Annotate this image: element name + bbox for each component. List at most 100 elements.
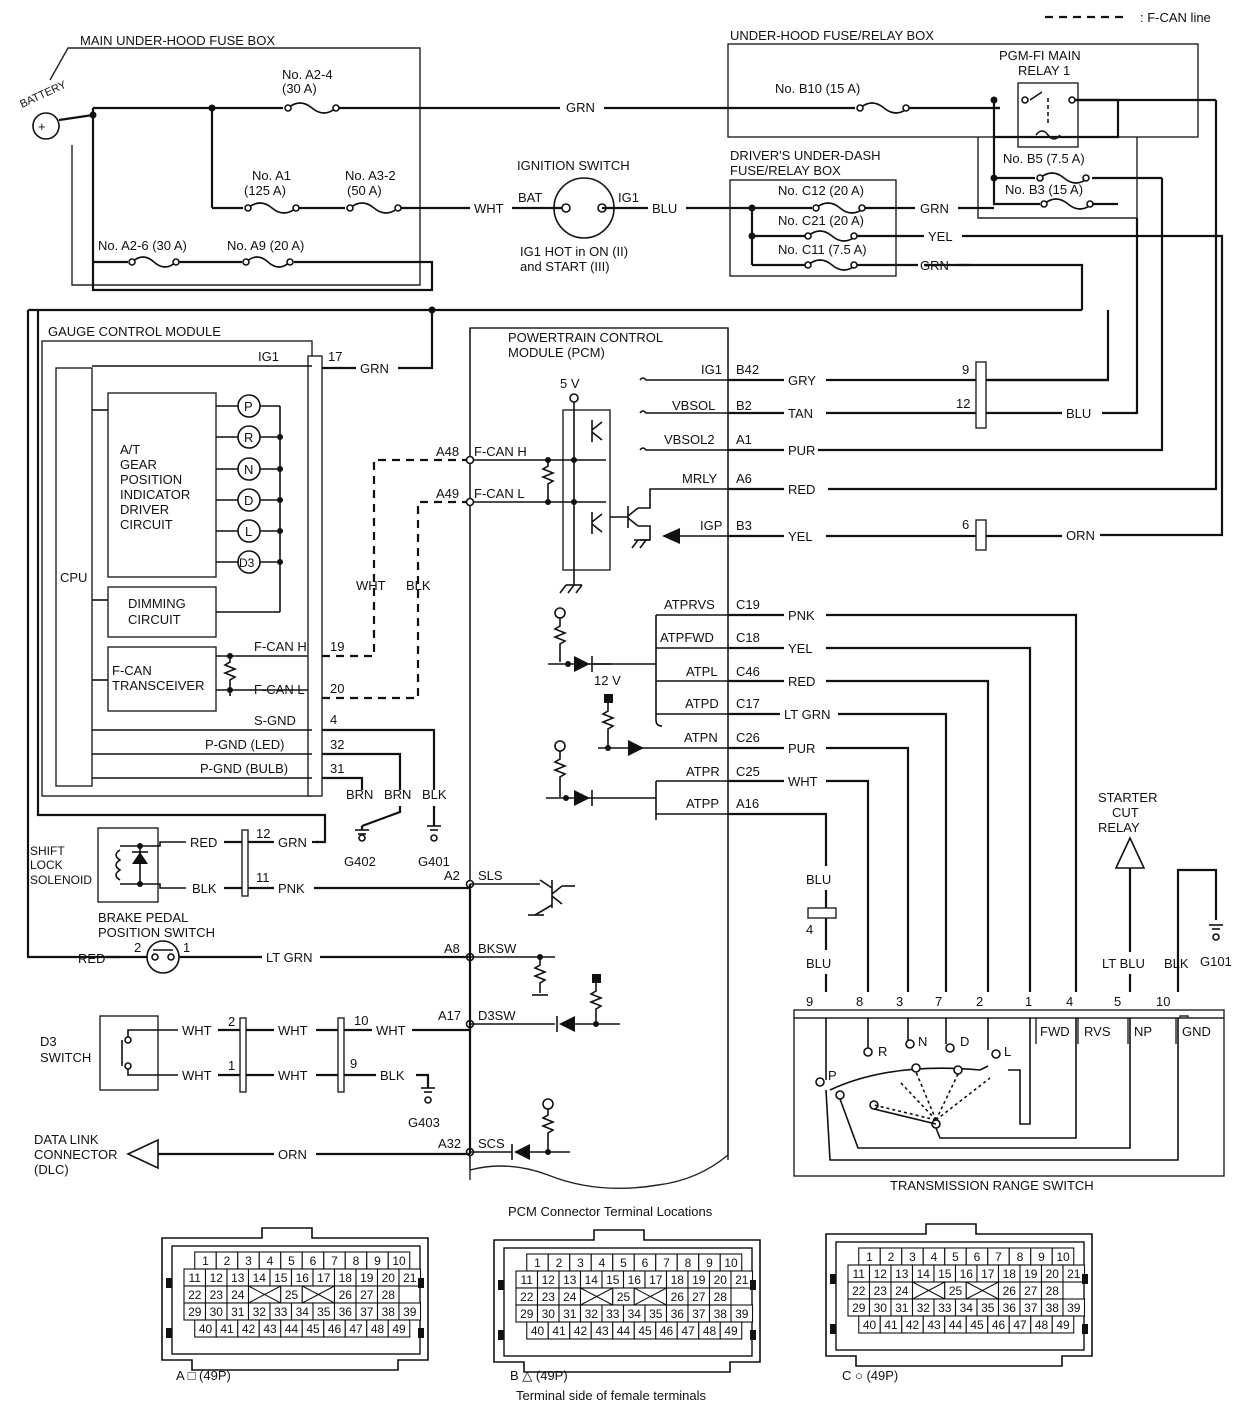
pcm-pin-vbsol2-name: VBSOL2	[664, 432, 715, 447]
wire-label-ltgrn-brake: LT GRN	[266, 950, 312, 965]
connector-terminal-number: 38	[714, 1307, 728, 1321]
fuse-a9-label: No. A9 (20 A)	[227, 238, 304, 253]
indicator-l5: DRIVER	[120, 502, 169, 517]
gauge-pin-num-19: 19	[330, 639, 344, 654]
data-link-connector: DATA LINK CONNECTOR (DLC) ORN	[34, 1132, 470, 1177]
ground-g403-icon	[424, 1096, 432, 1104]
connector-terminal-number: 48	[1035, 1318, 1049, 1332]
connector-terminal-number: 43	[595, 1324, 609, 1338]
connector-terminal-number: 16	[960, 1267, 974, 1281]
connector-terminal	[398, 1268, 422, 1287]
junction-12-11	[241, 829, 249, 897]
wire-label-grn-c11: GRN	[920, 258, 949, 273]
wire-label-wht-d3-2: WHT	[182, 1068, 212, 1083]
gauge-pin-pgnd-led: P-GND (LED)	[205, 737, 284, 752]
connector-terminal-number: 8	[685, 1256, 692, 1270]
brake-label-2: POSITION SWITCH	[98, 925, 215, 940]
fuse-a3-2-label: No. A3-2	[345, 168, 396, 183]
pcm-pin-a1: A1	[736, 432, 752, 447]
connector-terminal-number: 20	[382, 1271, 396, 1285]
dlc-label-3: (DLC)	[34, 1162, 69, 1177]
connector-terminal-number: 30	[874, 1301, 888, 1315]
trs-contact-fwd: FWD	[1040, 1024, 1070, 1039]
trs-pin-8: 8	[856, 994, 863, 1009]
wire-label-grn-gauge: GRN	[360, 361, 389, 376]
fuse-a2-6-label: No. A2-6 (30 A)	[98, 238, 187, 253]
ground-g401-icon	[430, 834, 438, 842]
connector-terminal-number: 22	[520, 1290, 534, 1304]
relay-label-1: PGM-FI MAIN	[999, 48, 1081, 63]
connector-terminal-number: 47	[681, 1324, 695, 1338]
connector-a-label: A □ (49P)	[176, 1368, 231, 1383]
trs-pos-n: N	[918, 1034, 927, 1049]
connector-terminal-number: 37	[1024, 1301, 1038, 1315]
connector-terminal-number: 22	[188, 1288, 202, 1302]
gauge-pin-num-31: 31	[330, 761, 344, 776]
wire-label-yel-c21: YEL	[928, 229, 953, 244]
connector-terminal-number: 19	[1024, 1267, 1038, 1281]
connector-terminal-number: 35	[317, 1305, 331, 1319]
connector-terminal-number: 15	[274, 1271, 288, 1285]
under-hood-relay-box-title: UNDER-HOOD FUSE/RELAY BOX	[730, 28, 934, 43]
dlc-label-2: CONNECTOR	[34, 1147, 118, 1162]
indicator-l4: INDICATOR	[120, 487, 190, 502]
wire-label-pnk: PNK	[788, 608, 815, 623]
d3-label-2: SWITCH	[40, 1050, 91, 1065]
pcm-pin-atpr-name: ATPR	[686, 764, 720, 779]
connector-terminal-number: 46	[660, 1324, 674, 1338]
joint-9-label: 9	[962, 362, 969, 377]
connector-terminal-number: 14	[253, 1271, 267, 1285]
pcm-pin-igp-name: IGP	[700, 518, 722, 533]
trs-pin-2: 2	[976, 994, 983, 1009]
dimming-l2: CIRCUIT	[128, 612, 181, 627]
trs-pos-p: P	[828, 1068, 837, 1083]
trs-contact-gnd: GND	[1182, 1024, 1211, 1039]
indicator-l2: GEAR	[120, 457, 157, 472]
under-dash-title-2: FUSE/RELAY BOX	[730, 163, 841, 178]
connector-terminal-number: 29	[188, 1305, 202, 1319]
connector-terminal-number: 35	[649, 1307, 663, 1321]
connector-terminal	[730, 1270, 754, 1289]
wire-label-grn-sls: GRN	[278, 835, 307, 850]
connector-terminal-number: 40	[863, 1318, 877, 1332]
fuse-b3-label: No. B3 (15 A)	[1005, 182, 1083, 197]
under-hood-fuse-relay-box: UNDER-HOOD FUSE/RELAY BOX PGM-FI MAIN RE…	[727, 28, 1216, 219]
connector-terminal-number: 30	[210, 1305, 224, 1319]
ground-g402-icon	[358, 834, 366, 842]
connector-terminal-number: 13	[231, 1271, 245, 1285]
d3-label-1: D3	[40, 1034, 57, 1049]
fuse-c21-label: No. C21 (20 A)	[778, 213, 864, 228]
connector-terminal-number: 21	[1067, 1267, 1081, 1281]
pcm-pin-c46: C46	[736, 664, 760, 679]
connector-terminal-number: 11	[853, 1267, 866, 1281]
connector-terminal-number: 11	[189, 1271, 202, 1285]
shift-lock-label-3: SOLENOID	[30, 873, 92, 887]
connector-terminal-number: 2	[888, 1250, 895, 1264]
wire-label-wht-d3-1: WHT	[182, 1023, 212, 1038]
wire-label-grn-c12: GRN	[920, 201, 949, 216]
ignition-switch: IGNITION SWITCH BAT IG1 IG1 HOT in ON (I…	[517, 158, 639, 274]
connector-terminal-number: 21	[403, 1271, 417, 1285]
fuse-b5-label: No. B5 (7.5 A)	[1003, 151, 1085, 166]
fuse-a1-rating: (125 A)	[244, 183, 286, 198]
connector-terminal-number: 39	[403, 1305, 417, 1319]
joint-12-label: 12	[956, 396, 970, 411]
connector-terminal-number: 18	[339, 1271, 353, 1285]
connector-terminal-number: 19	[360, 1271, 374, 1285]
connector-terminal-number: 2	[556, 1256, 563, 1270]
pcm-pin-a49-name: F-CAN L	[474, 486, 525, 501]
wire-label-blu-trs: BLU	[806, 956, 831, 971]
joint-4-label: 4	[806, 922, 813, 937]
connector-terminal-number: 46	[992, 1318, 1006, 1332]
wire-label-wht-d3-3: WHT	[278, 1023, 308, 1038]
fuse-a2-4-rating: (30 A)	[282, 81, 317, 96]
indicator-d3-label: D3	[239, 556, 255, 570]
connector-terminal-number: 43	[263, 1322, 277, 1336]
trs-pin-9: 9	[806, 994, 813, 1009]
brake-pin-1: 1	[183, 940, 190, 955]
brake-pin-2: 2	[134, 940, 141, 955]
starter-cut-relay: STARTER CUT RELAY LT BLU BLK G101	[1098, 790, 1232, 992]
wire-label-red-brake: RED	[78, 951, 105, 966]
